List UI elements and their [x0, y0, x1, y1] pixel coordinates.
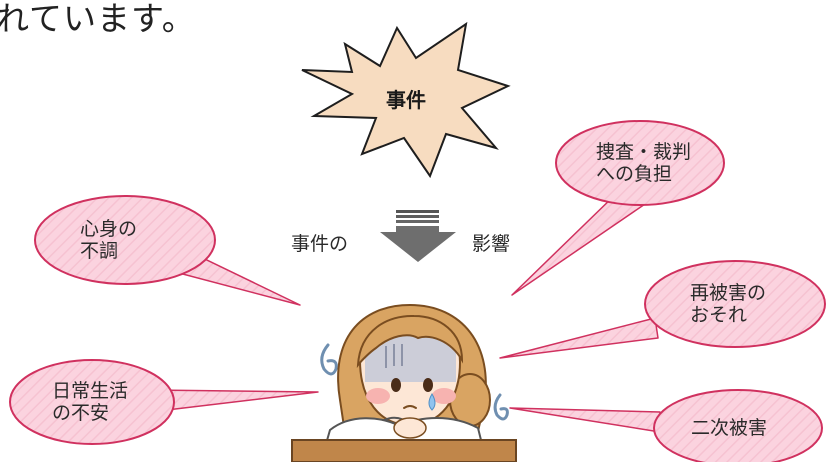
incident-label: 事件 — [386, 88, 426, 112]
bubble-investigation-line2: への負担 — [596, 163, 673, 185]
bubble-daily-life — [9, 359, 319, 445]
bubble-revictimization-line2: おそれ — [690, 304, 748, 326]
bubble-mind-body-line1: 心身の — [80, 218, 138, 240]
bubble-daily-life-line1: 日常生活 — [52, 380, 129, 402]
bubble-investigation-text: 捜査・裁判 への負担 — [596, 141, 691, 185]
incident-burst-shape — [301, 21, 511, 179]
bubble-secondary — [509, 389, 823, 462]
bubble-mind-body — [34, 195, 301, 306]
bubble-revictimization — [499, 260, 826, 359]
bubble-investigation-line1: 捜査・裁判 — [596, 141, 692, 163]
down-arrow-icon — [380, 210, 456, 262]
bubble-mind-body-line2: 不調 — [80, 240, 119, 262]
bubble-revictimization-text: 再被害の おそれ — [690, 282, 766, 326]
bubble-mind-body-text: 心身の 不調 — [80, 218, 137, 262]
arrow-right-text: 影響 — [472, 233, 511, 255]
bubble-revictimization-line1: 再被害の — [690, 282, 767, 304]
arrow-left-text: 事件の — [291, 233, 349, 255]
bubble-secondary-line1: 二次被害 — [691, 417, 768, 439]
bubble-secondary-text: 二次被害 — [691, 417, 767, 439]
worried-girl-illustration — [291, 303, 517, 462]
bubble-investigation — [511, 120, 725, 296]
bubble-daily-life-text: 日常生活 の不安 — [52, 380, 128, 424]
intro-text-fragment: れています。 — [0, 0, 196, 38]
bubble-daily-life-line2: の不安 — [52, 402, 110, 424]
